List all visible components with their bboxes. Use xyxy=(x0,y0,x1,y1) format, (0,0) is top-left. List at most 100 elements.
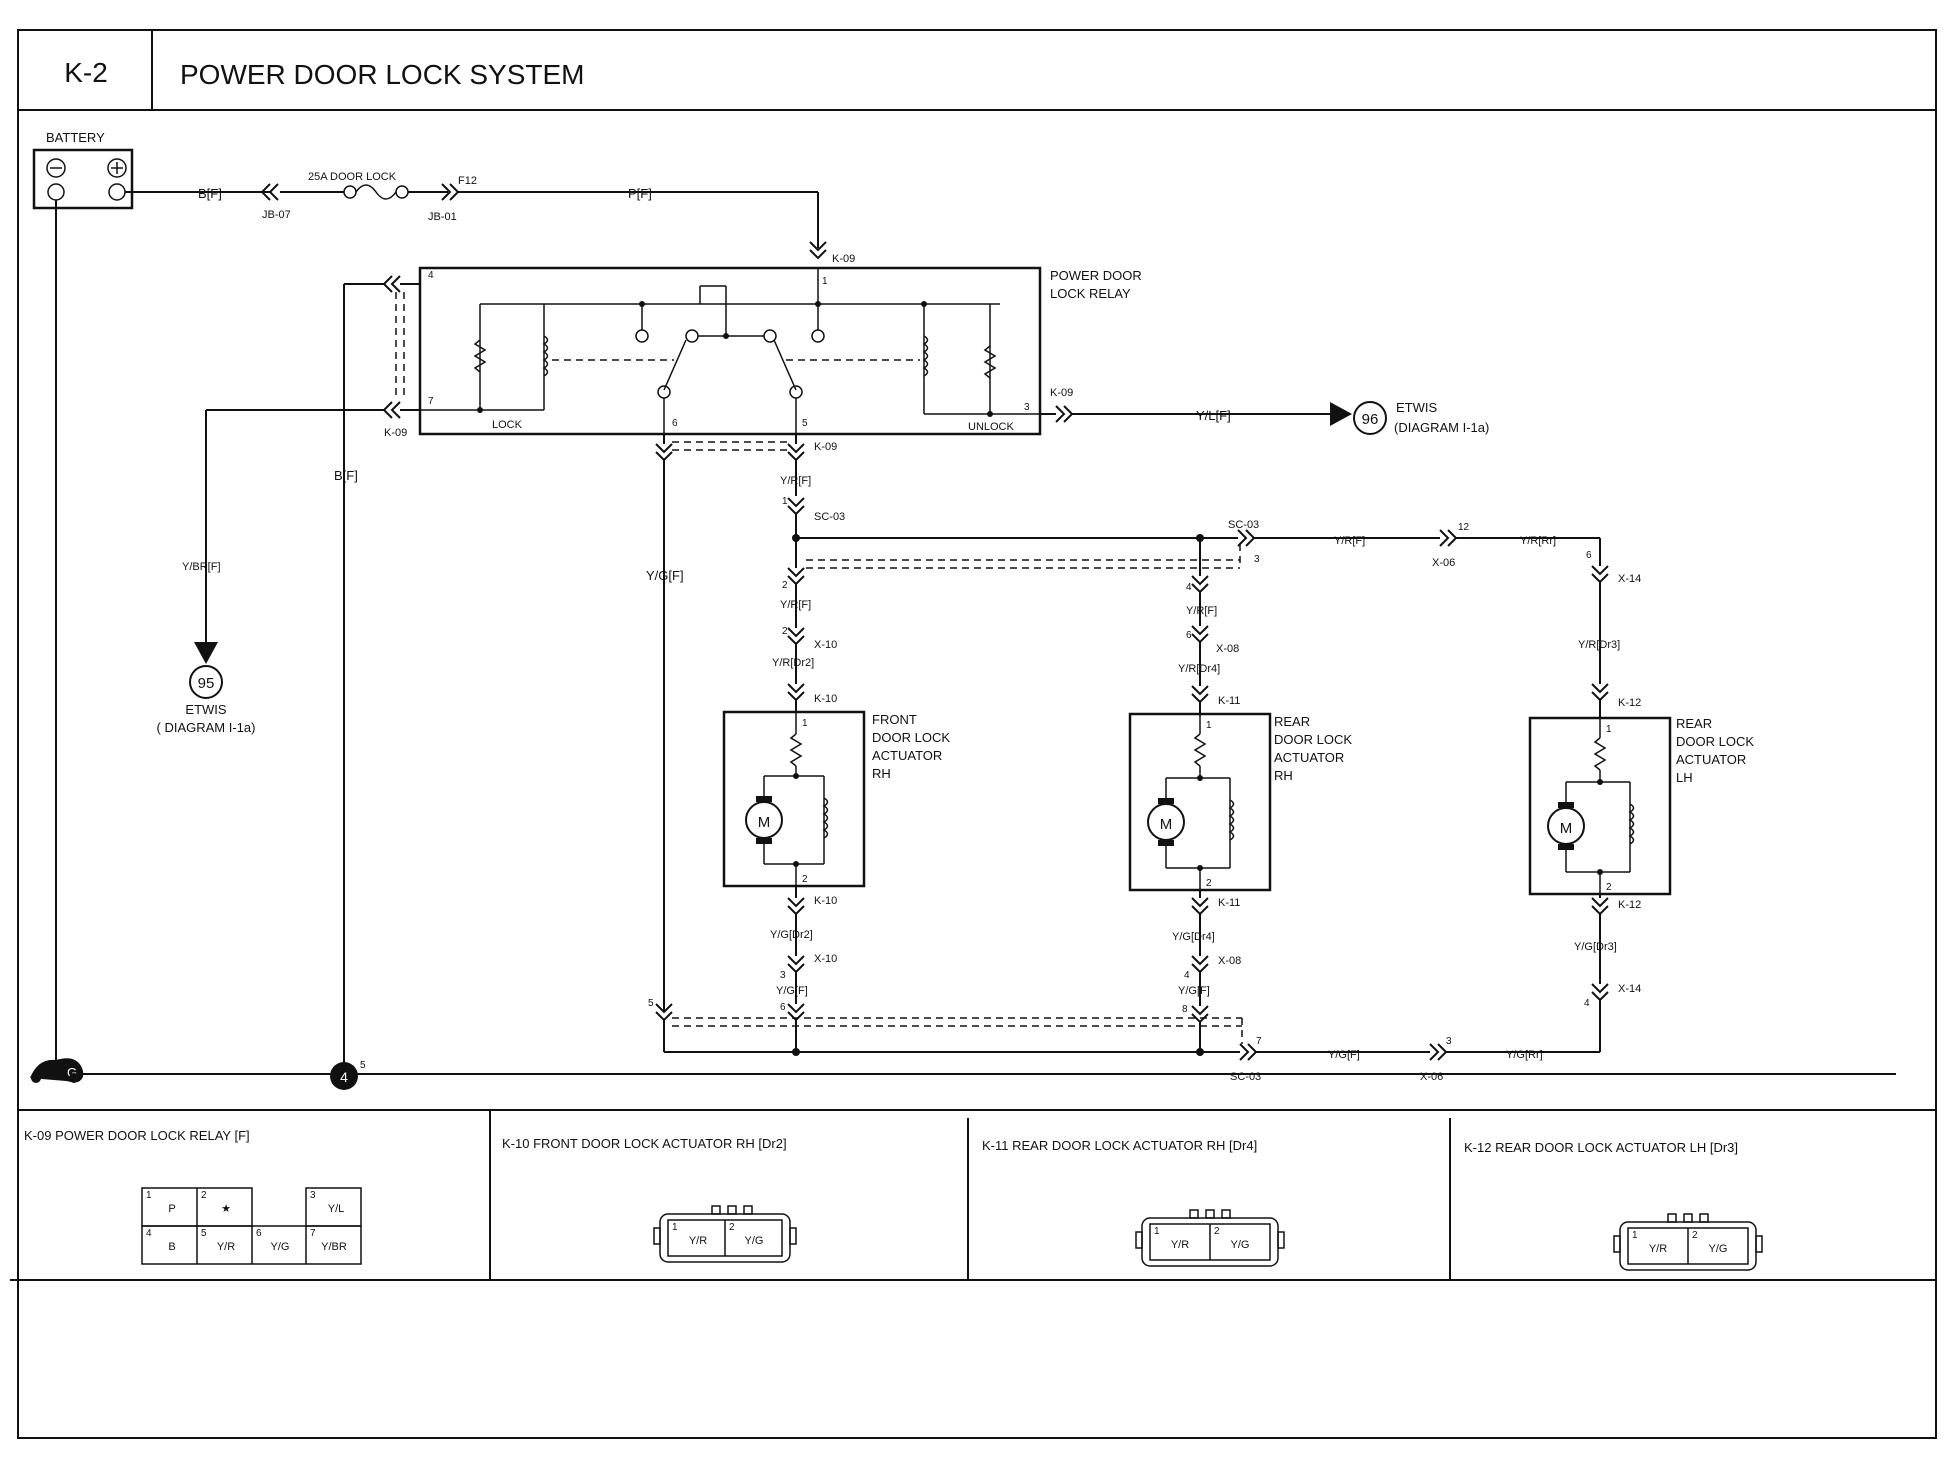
svg-text:Y/BR: Y/BR xyxy=(321,1241,347,1253)
svg-text:6: 6 xyxy=(672,418,678,429)
wire-ybrf: Y/BR[F] xyxy=(182,561,221,573)
sc03-label-1: SC-03 xyxy=(814,511,845,523)
svg-text:Y/R: Y/R xyxy=(1171,1239,1189,1251)
ground-point xyxy=(330,1062,358,1090)
front-door-lock-actuator-rh: 1 2 M xyxy=(722,710,866,888)
wire-ygf-bus: Y/G[F] xyxy=(1328,1049,1360,1061)
wire-bf-top: B[F] xyxy=(198,186,222,201)
battery-label: BATTERY xyxy=(46,130,105,145)
svg-text:2: 2 xyxy=(1206,878,1212,889)
svg-text:2: 2 xyxy=(1214,1226,1220,1237)
svg-text:2: 2 xyxy=(782,626,788,637)
x10-label-2: X-10 xyxy=(814,953,837,965)
svg-text:Y/G: Y/G xyxy=(271,1241,290,1253)
svg-text:3: 3 xyxy=(1254,554,1260,565)
svg-text:7: 7 xyxy=(1256,1036,1262,1047)
wire-bf: B[F] xyxy=(334,468,358,483)
svg-text:5: 5 xyxy=(802,418,808,429)
svg-text:2: 2 xyxy=(802,874,808,885)
rear-lh-label-2: DOOR LOCK xyxy=(1676,734,1754,749)
svg-text:Y/L: Y/L xyxy=(328,1203,345,1215)
wire-ylf: Y/L[F] xyxy=(1196,408,1231,423)
x08-label-1: X-08 xyxy=(1216,643,1239,655)
ground-label: G xyxy=(67,1065,77,1080)
svg-text:5: 5 xyxy=(648,998,654,1009)
svg-text:1: 1 xyxy=(672,1222,678,1233)
svg-text:★: ★ xyxy=(221,1203,231,1215)
k09-top-label: K-09 xyxy=(832,253,855,265)
svg-text:3: 3 xyxy=(1024,402,1030,413)
rear-rh-label-3: ACTUATOR xyxy=(1274,750,1344,765)
k12-label-1: K-12 xyxy=(1618,697,1641,709)
wire-yrdr4: Y/R[Dr4] xyxy=(1178,663,1220,675)
relay-label-1: POWER DOOR xyxy=(1050,268,1142,283)
sc03-label-3: SC-03 xyxy=(1230,1071,1261,1083)
motor-rear-rh: M xyxy=(1160,816,1173,833)
svg-text:3: 3 xyxy=(780,970,786,981)
wire-yrf-2: Y/R[F] xyxy=(780,599,811,611)
svg-text:4: 4 xyxy=(146,1228,152,1239)
svg-text:2: 2 xyxy=(1606,882,1612,893)
svg-text:3: 3 xyxy=(310,1190,316,1201)
wire-ygdr2: Y/G[Dr2] xyxy=(770,929,813,941)
k10-label-1: K-10 xyxy=(814,693,837,705)
relay-lock-label: LOCK xyxy=(492,419,523,431)
etwis-96-sub: (DIAGRAM I-1a) xyxy=(1394,420,1489,435)
svg-text:P: P xyxy=(168,1203,175,1215)
front-rh-label-4: RH xyxy=(872,766,891,781)
rear-lh-label-4: LH xyxy=(1676,770,1693,785)
svg-text:Y/R: Y/R xyxy=(689,1235,707,1247)
wire-ygdr4: Y/G[Dr4] xyxy=(1172,931,1215,943)
svg-text:2: 2 xyxy=(729,1222,735,1233)
svg-text:2: 2 xyxy=(201,1190,207,1201)
k11-connector: 1 Y/R 2 Y/G xyxy=(1135,1209,1285,1267)
jb07-label: JB-07 xyxy=(262,209,291,221)
battery: BATTERY xyxy=(32,130,134,210)
wire-ygdr3: Y/G[Dr3] xyxy=(1574,941,1617,953)
front-rh-label-1: FRONT xyxy=(872,712,917,727)
svg-text:1: 1 xyxy=(1206,720,1212,731)
motor-front-rh: M xyxy=(758,814,771,831)
x14-label-1: X-14 xyxy=(1618,573,1641,585)
svg-text:5: 5 xyxy=(360,1060,366,1071)
svg-text:Y/G: Y/G xyxy=(1231,1239,1250,1251)
etwis-96: ETWIS xyxy=(1396,400,1437,415)
wire-pf: P[F] xyxy=(628,186,652,201)
x08-label-2: X-08 xyxy=(1218,955,1241,967)
k09-connector: 1 P 2 ★ 3 Y/L 4 B 5 Y/R 6 Y/G 7 Y/BR xyxy=(141,1187,362,1265)
f12-label: F12 xyxy=(458,175,477,187)
relay-unlock-label: UNLOCK xyxy=(968,421,1015,433)
svg-text:4: 4 xyxy=(1186,582,1192,593)
svg-text:1: 1 xyxy=(822,276,828,287)
etwis-95-sub: ( DIAGRAM I-1a) xyxy=(157,720,256,735)
wire-yrr: Y/R[Rr] xyxy=(1520,535,1556,547)
rear-rh-label-2: DOOR LOCK xyxy=(1274,732,1352,747)
svg-text:1: 1 xyxy=(1154,1226,1160,1237)
svg-text:2: 2 xyxy=(1692,1230,1698,1241)
page-code: K-2 xyxy=(64,57,108,88)
svg-text:Y/R: Y/R xyxy=(217,1241,235,1253)
ref-95: 95 xyxy=(198,675,215,692)
wire-ygrr: Y/G[Rr] xyxy=(1506,1049,1543,1061)
svg-text:8: 8 xyxy=(1182,1004,1188,1015)
k09-left-label: K-09 xyxy=(384,427,407,439)
outer-frame xyxy=(10,29,1937,1439)
etwis-95: ETWIS xyxy=(185,702,226,717)
wire-ygf-rear: Y/G[F] xyxy=(1178,985,1210,997)
svg-text:Y/G: Y/G xyxy=(745,1235,764,1247)
rear-lh-label-3: ACTUATOR xyxy=(1676,752,1746,767)
svg-text:4: 4 xyxy=(1584,998,1590,1009)
svg-text:1: 1 xyxy=(146,1190,152,1201)
svg-text:2: 2 xyxy=(782,580,788,591)
svg-text:4: 4 xyxy=(428,270,434,281)
k12-label-2: K-12 xyxy=(1618,899,1641,911)
k12-connector-title: K-12 REAR DOOR LOCK ACTUATOR LH [Dr3] xyxy=(1464,1140,1738,1155)
svg-text:Y/G: Y/G xyxy=(1709,1243,1728,1255)
rear-rh-label-4: RH xyxy=(1274,768,1293,783)
svg-text:1: 1 xyxy=(1632,1230,1638,1241)
svg-text:6: 6 xyxy=(1186,630,1192,641)
fuse-label: 25A DOOR LOCK xyxy=(308,171,397,183)
k11-label-2: K-11 xyxy=(1218,897,1240,909)
k11-label-1: K-11 xyxy=(1218,695,1240,707)
